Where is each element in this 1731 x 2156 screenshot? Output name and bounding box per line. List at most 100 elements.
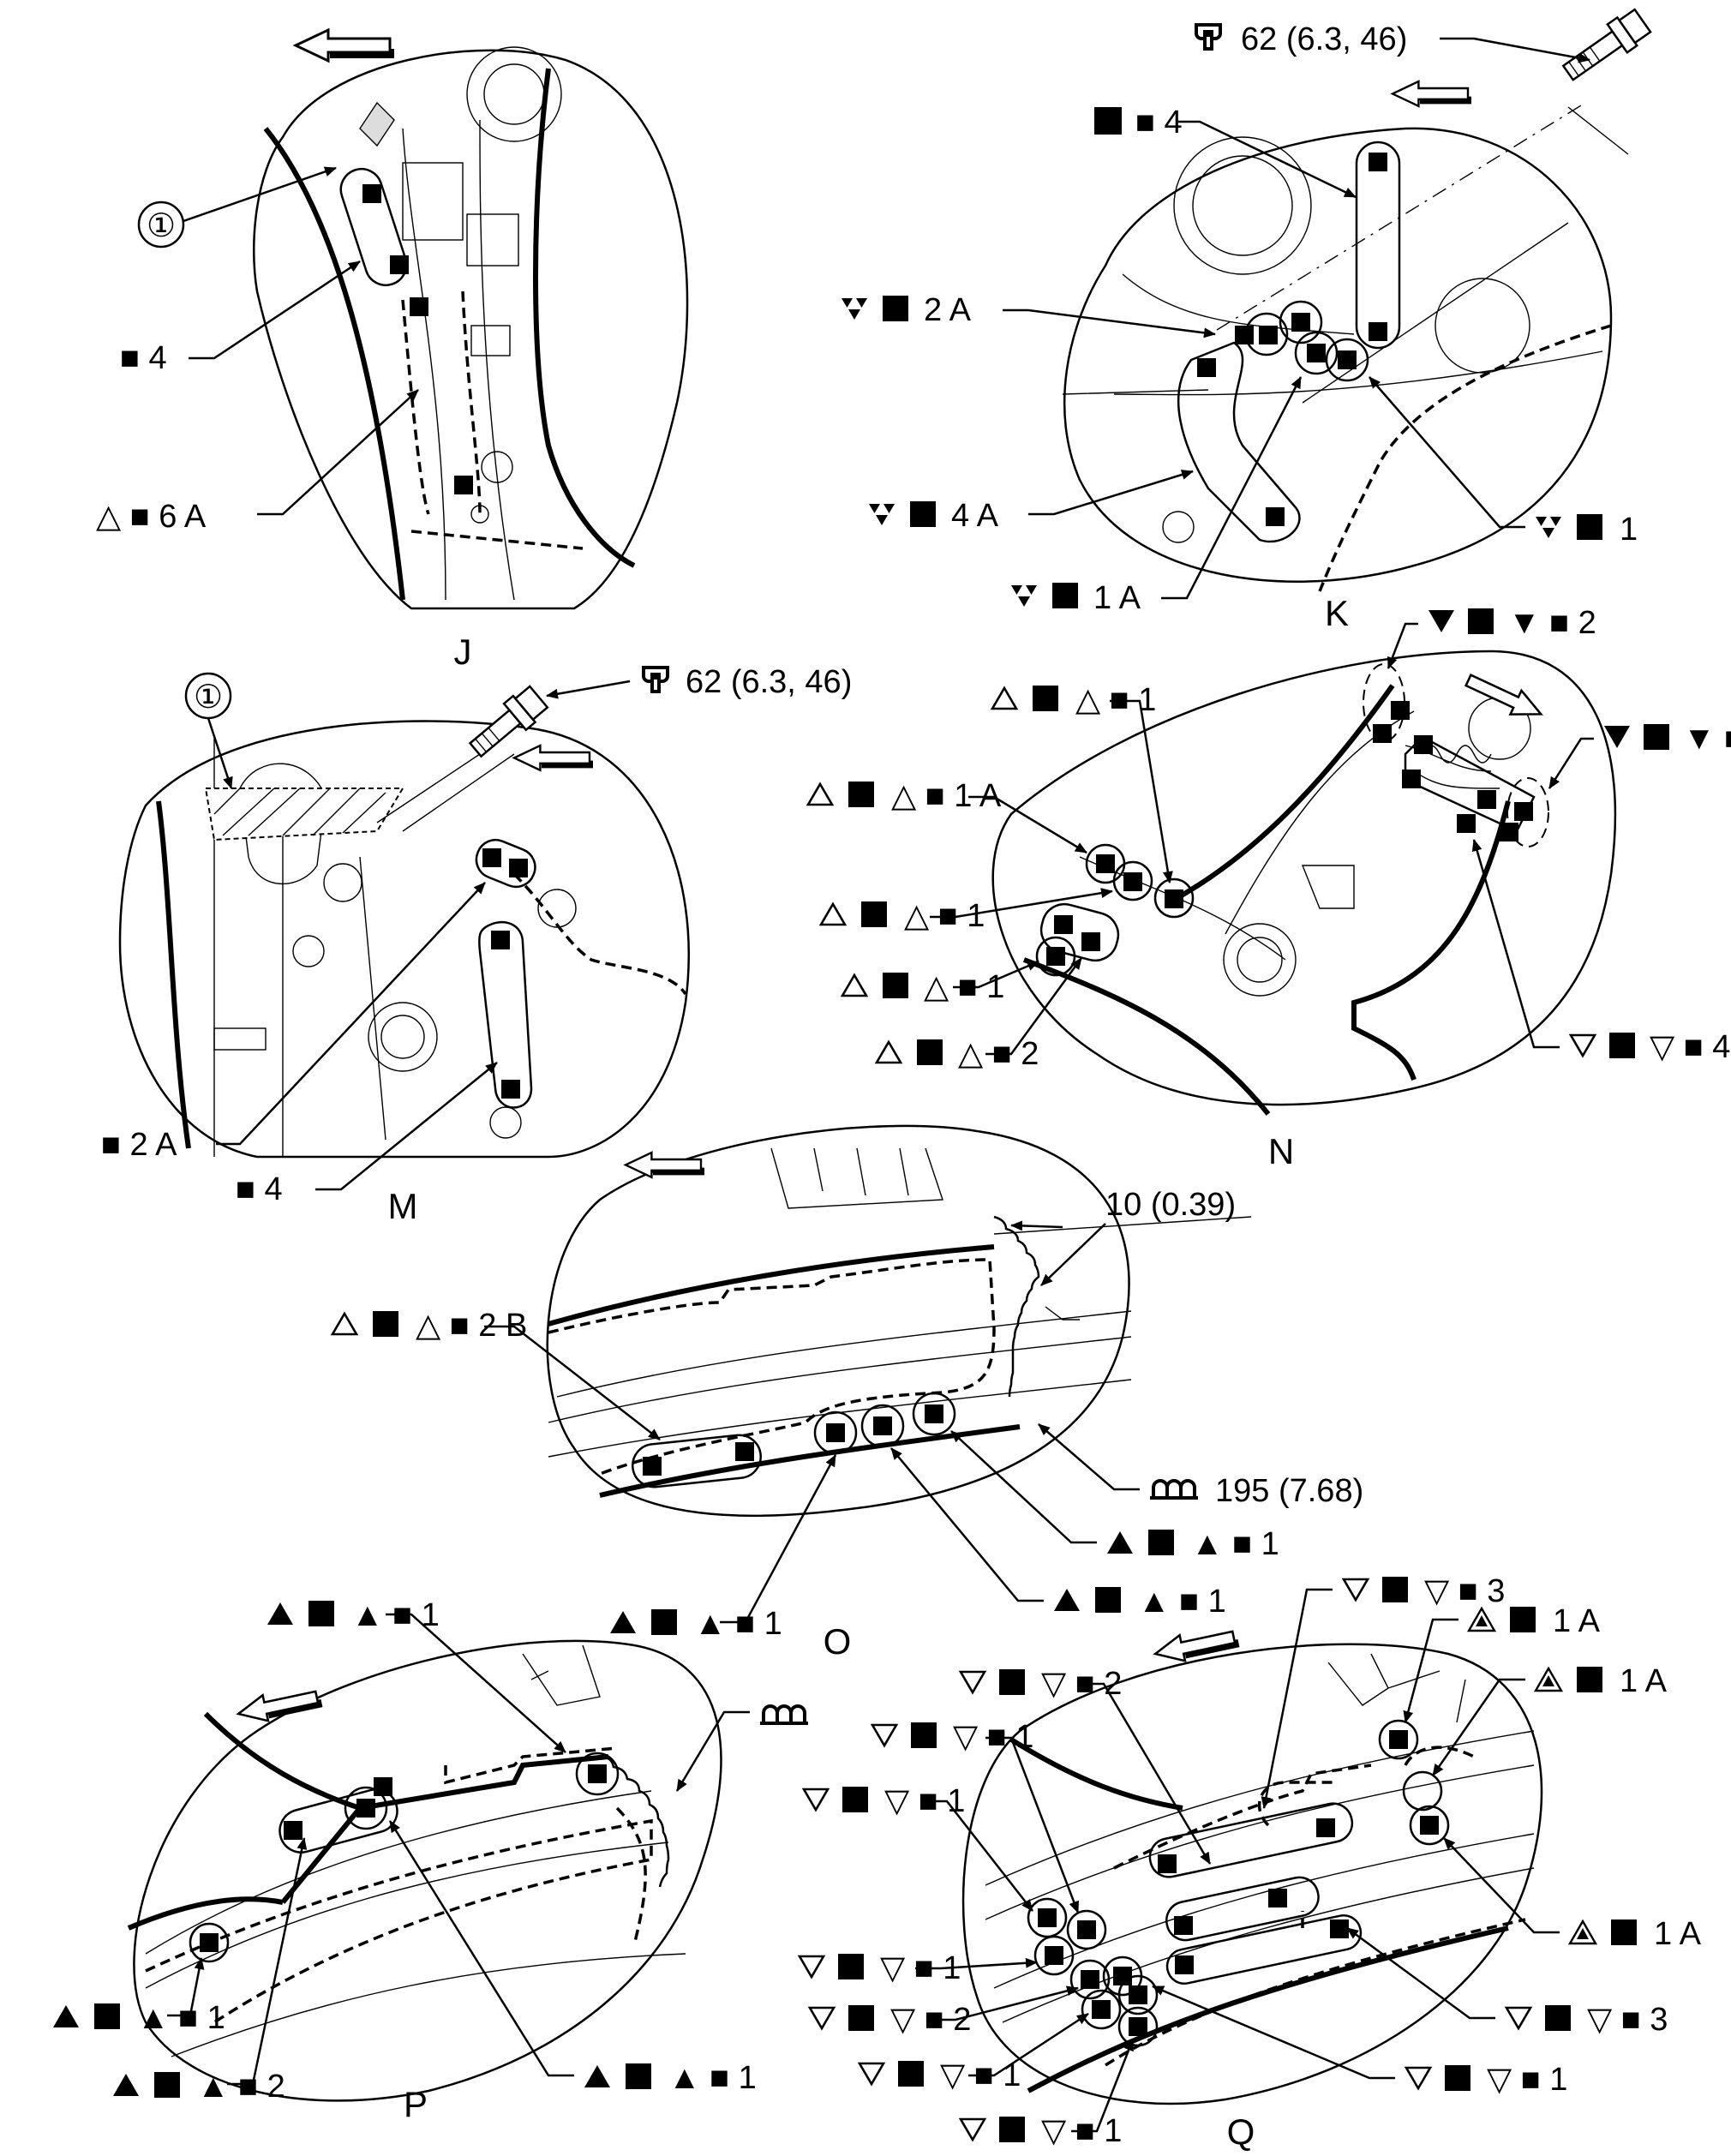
weld-point — [1096, 854, 1115, 873]
weld-point — [1291, 313, 1310, 332]
weld-point — [1420, 1816, 1439, 1835]
view-n: △ ■ 1 △ ■ 1 A △ ■ 1 △ ■ 1 △ ■ 2 ▼ ■ 2 ▼ … — [806, 605, 1731, 1171]
view-label-q: Q — [1227, 2111, 1255, 2152]
weld-length: 195 (7.68) — [1215, 1473, 1363, 1509]
callout-label: ① — [147, 208, 176, 244]
callout-label: ■ 4 — [236, 1171, 283, 1207]
weld-point — [1235, 326, 1254, 344]
view-label-p: P — [404, 2084, 428, 2124]
weld-point — [1414, 735, 1433, 754]
front-direction-arrow — [1464, 674, 1543, 716]
weld-point — [200, 1933, 219, 1952]
callout-label: ■ 2 A — [101, 1127, 177, 1163]
weld-point — [1165, 889, 1183, 908]
weld-point — [1391, 701, 1410, 720]
weld-point — [1175, 1955, 1194, 1974]
callout-label: ▼ ■ 2 — [1683, 721, 1731, 757]
view-label-m: M — [388, 1186, 418, 1226]
continuous-weld-bead — [599, 1755, 670, 1888]
view-k: 62 (6.3, 46) ■ 4 2 A 4 A 1 A 1 K — [842, 8, 1652, 633]
weld-point — [873, 1416, 892, 1435]
weld-point — [1500, 823, 1518, 841]
callout-label: ■ 4 — [120, 340, 167, 376]
view-j: ① ■ 4 △ ■ 6 A J — [96, 30, 689, 672]
weld-point — [1158, 1854, 1177, 1873]
view-m: 62 (6.3, 46) ① ■ 2 A ■ 4 M — [101, 664, 852, 1226]
weld-point — [410, 297, 428, 316]
weld-point — [1457, 814, 1476, 833]
arc-weld-icon — [758, 1704, 810, 1725]
weld-point — [1038, 1908, 1057, 1927]
weld-point — [1402, 770, 1421, 788]
callout-label: ■ 4 — [1135, 105, 1183, 141]
weld-point — [491, 931, 510, 949]
front-direction-arrow — [626, 1153, 703, 1177]
continuous-weld-bead — [993, 1215, 1040, 1398]
callout-label: ▽ ■ 4 — [1650, 1029, 1730, 1065]
callout-label: ▲ ■ 1 — [694, 1606, 782, 1642]
weld-point — [1369, 322, 1387, 341]
callout-label: 2 A — [924, 292, 972, 328]
callout-label: ▽ ■ 3 — [1587, 2002, 1668, 2038]
weld-point — [643, 1457, 662, 1476]
callout-label: ▲ ■ 1 — [1138, 1584, 1226, 1620]
weld-point — [1077, 1920, 1096, 1939]
weld-point — [1046, 947, 1065, 966]
weld-point — [1092, 2000, 1111, 2019]
weld-point — [735, 1442, 754, 1461]
callout-label: ▲ ■ 1 — [668, 2060, 757, 2096]
bolt-icon — [1561, 8, 1652, 81]
weld-point — [1338, 350, 1357, 369]
weld-point — [1081, 932, 1100, 951]
weld-point — [1369, 153, 1387, 171]
weld-point — [1174, 1916, 1193, 1935]
callout-circle-1 — [137, 201, 185, 249]
callout-label: ▲ ■ 1 — [137, 2000, 225, 2036]
view-p: ▲ ■ 1 ▲ ■ 1 ▲ ■ 2 ▲ ■ 1 P — [53, 1597, 810, 2124]
weld-point — [1113, 1967, 1132, 1985]
weld-point — [1123, 872, 1142, 891]
weld-point — [362, 184, 381, 203]
callout-label: 1 A — [1093, 580, 1141, 616]
weld-point — [1129, 1985, 1147, 2004]
torque-wrench-icon — [642, 666, 669, 693]
weld-point — [1477, 790, 1496, 809]
weld-point — [1373, 724, 1392, 743]
weld-point — [1514, 802, 1533, 821]
view-label-k: K — [1325, 593, 1349, 633]
weld-point — [1389, 1730, 1408, 1749]
callout-label: △ ■ 6 A — [96, 499, 207, 535]
weld-point — [1129, 2017, 1147, 2036]
torque-value: 62 (6.3, 46) — [1241, 21, 1407, 57]
callout-label: ▲ ■ 1 — [1191, 1526, 1279, 1562]
weld-point — [509, 859, 528, 877]
dimension-value: 10 (0.39) — [1105, 1187, 1236, 1223]
callout-label: ▽ ■ 1 — [1487, 2062, 1567, 2098]
front-direction-arrow — [1393, 81, 1470, 106]
weld-point — [1081, 1970, 1099, 1989]
callout-label: ▼ ■ 2 — [1508, 605, 1596, 641]
torque-wrench-icon — [1195, 23, 1222, 51]
callout-label: 1 A — [1654, 1916, 1702, 1952]
weld-point — [1307, 344, 1326, 362]
callout-label: ① — [194, 680, 223, 716]
callout-label: 1 — [1620, 512, 1638, 548]
view-q: ▽ ■ 3 ▽ ■ 2 ▽ ■ 1 ▽ ■ 1 ▽ ■ 1 ▽ ■ 2 ▽ ■ … — [798, 1573, 1702, 2152]
weld-point — [501, 1080, 520, 1099]
weld-point — [1266, 507, 1285, 526]
weld-point — [1330, 1919, 1349, 1938]
bolt-icon — [468, 685, 549, 758]
callout-label: 4 A — [951, 498, 999, 534]
view-label-j: J — [454, 632, 472, 672]
weld-point — [1268, 1889, 1287, 1907]
front-direction-arrow — [236, 1684, 320, 1727]
callout-label: 1 A — [1620, 1663, 1668, 1699]
weld-point — [1316, 1818, 1335, 1837]
weld-point — [482, 848, 501, 867]
weld-point — [826, 1423, 845, 1442]
weld-point — [1197, 358, 1216, 377]
callout-label: 1 A — [1553, 1603, 1601, 1639]
front-direction-arrow — [514, 746, 591, 770]
weld-point — [1054, 915, 1073, 934]
